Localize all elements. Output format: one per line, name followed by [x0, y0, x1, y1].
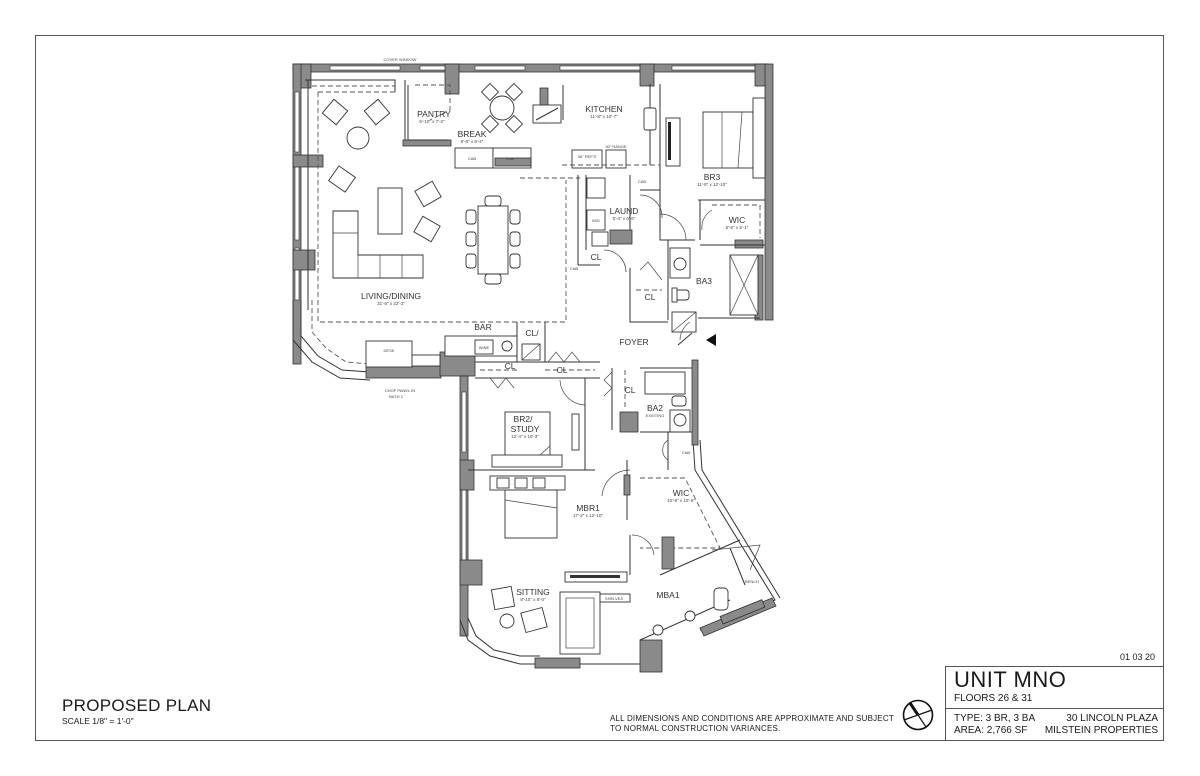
building-address: 30 LINCOLN PLAZA [1066, 713, 1158, 724]
room-wic-br3: WIC [729, 215, 746, 225]
north-arrow-icon [902, 699, 934, 731]
cab-break-1: CAB [468, 156, 477, 161]
washer-dryer-label: W/D [592, 218, 600, 223]
desk-label: DESK [384, 348, 395, 353]
room-laundry: LAUND [610, 206, 639, 216]
room-mba1: MBA1 [656, 590, 679, 600]
disclaimer: ALL DIMENSIONS AND CONDITIONS ARE APPROX… [610, 714, 894, 733]
room-living-dining: LIVING/DINING [361, 291, 421, 301]
interior-walls: 36" REF'S 30" RANGE W/D [365, 80, 766, 655]
bench-label: BENCH [745, 579, 759, 584]
svg-text:31'-6" x 22'-3": 31'-6" x 22'-3" [377, 301, 405, 306]
svg-text:5'-10" x 7'-2": 5'-10" x 7'-2" [419, 119, 445, 124]
room-ba2: BA2 [647, 403, 663, 413]
room-study: STUDY [511, 424, 540, 434]
unit-floors: FLOORS 26 & 31 [954, 693, 1033, 704]
refrigerator-label: 36" REF'S [578, 154, 597, 159]
chop-panel-note: CHOP PANEL IN [385, 388, 415, 393]
svg-text:17'-2" x 12'-10": 17'-2" x 12'-10" [573, 513, 604, 518]
closet-ba3: CL [645, 292, 656, 302]
room-sitting: SITTING [516, 587, 550, 597]
range-label: 30" RANGE [605, 144, 627, 149]
room-mbr1: MBR1 [576, 503, 600, 513]
title-block: UNIT MNO FLOORS 26 & 31 TYPE: 3 BR, 3 BA… [945, 666, 1164, 741]
closet-laundry: CL [591, 252, 602, 262]
room-br3: BR3 [704, 172, 721, 182]
room-kitchen: KITCHEN [585, 104, 622, 114]
company-name: MILSTEIN PROPERTIES [1044, 725, 1158, 736]
cab-kitchen: CAB [638, 179, 647, 184]
closet-hall-1: CL [505, 361, 516, 371]
annotations: COVER WINDOW CHOP PANEL IN BATH 2 CL CL … [384, 57, 691, 455]
closet-bar: CL/ [525, 328, 539, 338]
room-br2: BR2/ [514, 414, 534, 424]
closet-ba2: CL [625, 385, 636, 395]
room-wic-mbr1: WIC [673, 488, 690, 498]
exterior-walls [292, 63, 781, 673]
plan-scale: SCALE 1/8" = 1'-0" [62, 716, 134, 726]
cab-ba2: CAB [682, 450, 691, 455]
living-outlines [305, 79, 567, 323]
living-furniture [321, 82, 524, 285]
svg-text:11'-8" x 12'-10": 11'-8" x 12'-10" [697, 182, 727, 187]
unit-area: AREA: 2,766 SF [954, 725, 1028, 736]
svg-text:5'-6" x 5'-1": 5'-6" x 5'-1" [726, 225, 749, 230]
unit-type: TYPE: 3 BR, 3 BA [954, 713, 1036, 724]
shelves-label: SHELVES [605, 596, 623, 601]
svg-text:5'-4" x 6'-6": 5'-4" x 6'-6" [613, 216, 636, 221]
svg-text:8'-10" x 8'-0": 8'-10" x 8'-0" [520, 597, 546, 602]
room-foyer: FOYER [619, 337, 648, 347]
svg-text:10'-8" x 10'-6": 10'-8" x 10'-6" [667, 498, 695, 503]
drawing-frame [35, 35, 1164, 741]
plan-title: PROPOSED PLAN [62, 696, 212, 715]
svg-text:8'-8" x 8'-4": 8'-8" x 8'-4" [461, 139, 484, 144]
closet-hall-2: CL [557, 365, 568, 375]
svg-text:12'-4" x 10'-3": 12'-4" x 10'-3" [511, 434, 539, 439]
unit-name: UNIT MNO [954, 667, 1067, 692]
room-pantry: PANTRY [417, 109, 451, 119]
room-break: BREAK [458, 129, 487, 139]
cover-window-note: COVER WINDOW [384, 57, 417, 62]
room-bar: BAR [474, 322, 491, 332]
room-labels: PANTRY 5'-10" x 7'-2" BREAK 8'-8" x 8'-4… [361, 104, 749, 602]
svg-text:BATH 2: BATH 2 [389, 394, 403, 399]
svg-text:11'-8" x 10'-7": 11'-8" x 10'-7" [590, 114, 618, 119]
svg-text:EXISTING: EXISTING [646, 413, 665, 418]
drawing-date: 01 03 20 [1120, 652, 1156, 662]
cab-break-2: CAB [506, 156, 515, 161]
cab-laundry: CAB [570, 266, 579, 271]
wine-label: WINE [479, 345, 490, 350]
room-ba3: BA3 [696, 276, 712, 286]
